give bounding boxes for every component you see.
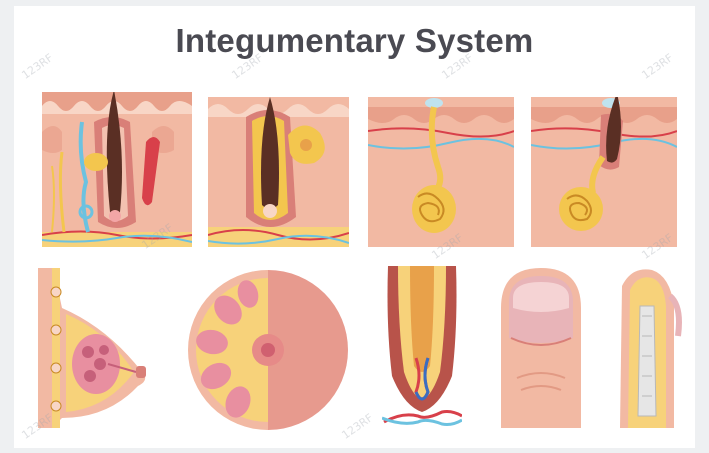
- sebaceous-gland-icon: [208, 97, 349, 247]
- hair-follicle-icon: [382, 266, 462, 428]
- eccrine-sweat-gland-icon: [368, 97, 514, 247]
- fingernail-icon: [497, 268, 585, 428]
- mammary-gland-side-icon: [38, 268, 150, 428]
- mammary-gland-front-icon: [184, 270, 352, 430]
- skin-cross-section-icon: [42, 92, 192, 247]
- page-title: Integumentary System: [0, 22, 709, 60]
- apocrine-sweat-gland-icon: [531, 97, 677, 247]
- nail-bed-section-icon: [612, 266, 684, 428]
